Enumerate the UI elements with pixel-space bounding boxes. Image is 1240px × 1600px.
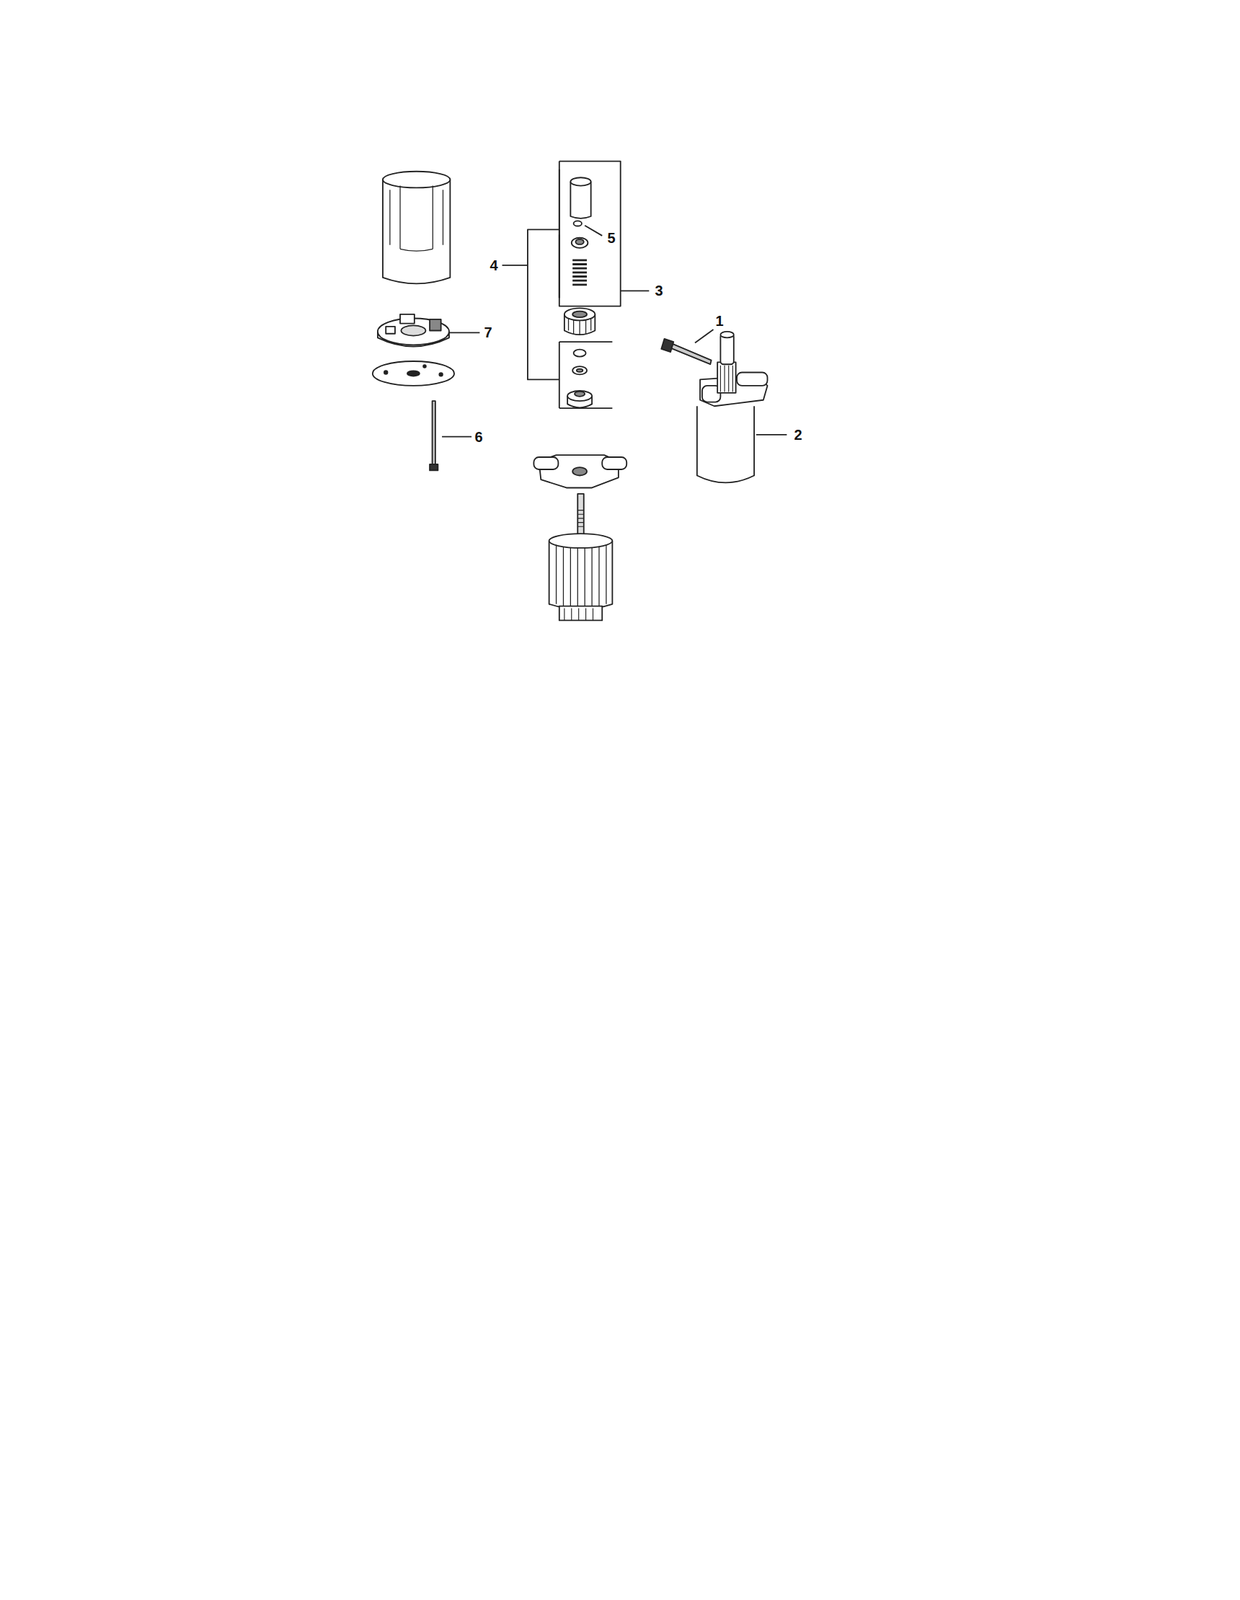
callout-number: 4 bbox=[488, 258, 499, 273]
armature bbox=[549, 493, 613, 620]
mounting-bolt bbox=[661, 329, 713, 365]
callout-number: 6 bbox=[473, 429, 484, 445]
drive-parts bbox=[564, 177, 602, 408]
callout-number: 2 bbox=[793, 427, 803, 442]
end-plate bbox=[372, 361, 455, 386]
callout-number: 1 bbox=[714, 313, 724, 329]
assembled-starter bbox=[697, 331, 788, 483]
callout-number: 5 bbox=[606, 230, 616, 246]
drive-end-cap bbox=[533, 454, 627, 488]
through-bolt bbox=[429, 400, 472, 471]
kit-brackets bbox=[502, 161, 650, 409]
brush-plate bbox=[377, 314, 481, 347]
callout-number: 3 bbox=[653, 283, 664, 298]
housing bbox=[382, 171, 450, 285]
callout-number: 7 bbox=[483, 325, 493, 340]
